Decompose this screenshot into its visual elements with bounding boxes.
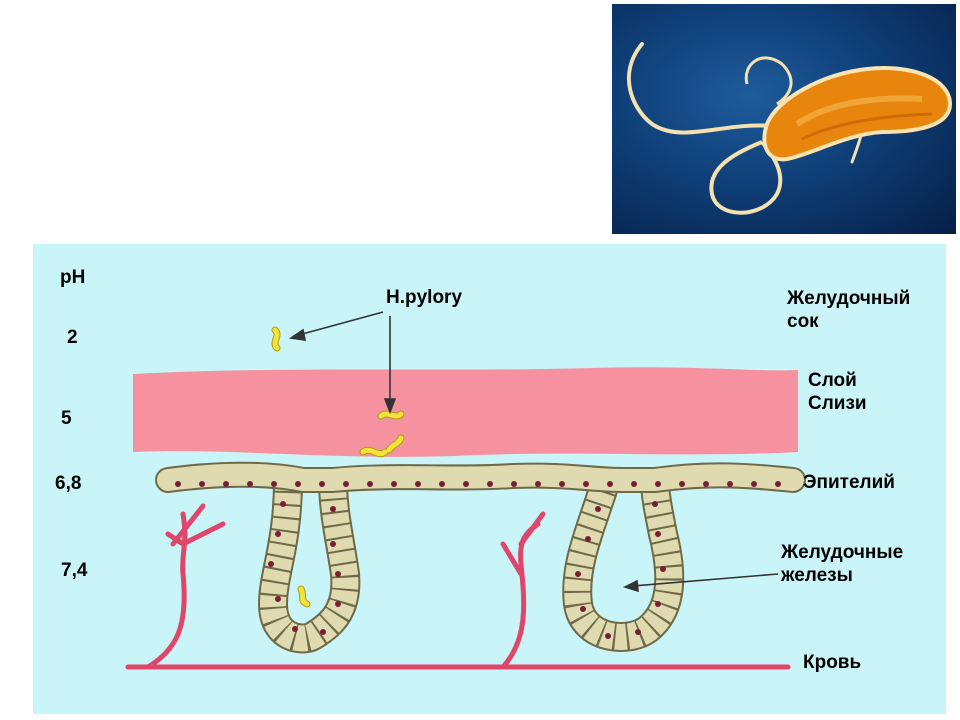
epithelium-label: Эпителий [803,472,895,493]
cell-nucleus [292,626,298,632]
cell-nucleus [703,481,709,487]
ph-value-7-4: 7,4 [61,560,88,581]
h-pylori-label: H.pylory [386,287,463,308]
cell-nucleus [655,601,661,607]
cell-nucleus [391,481,397,487]
ph-value-6-8: 6,8 [55,473,82,494]
epithelium-layer [155,461,806,493]
mucus-layer-label: Слой Слизи [808,370,867,414]
cell-nucleus [605,633,611,639]
cell-nucleus [295,481,301,487]
blood-label: Кровь [803,652,862,673]
cell-nucleus [727,481,733,487]
cell-nucleus [343,481,349,487]
cell-nucleus [607,481,613,487]
stomach-wall-diagram: pH 2 5 6,8 7,4 H.pylory Желудочный сок С… [33,244,946,714]
gastric-juice-label: Желудочный сок [787,288,911,332]
cell-nucleus [631,481,637,487]
cell-nucleus [247,481,253,487]
gastric-glands-label: Желудочные железы [781,542,904,586]
cell-nucleus [511,481,517,487]
cell-nucleus [655,481,661,487]
bacterium-photo [612,4,956,234]
gastric-gland-left [257,479,361,654]
arrows [288,311,779,593]
cell-nucleus [585,536,591,542]
cell-nucleus [223,481,229,487]
cell-nucleus [487,481,493,487]
cell-nucleus [775,481,781,487]
cell-nucleus [280,501,286,507]
ph-value-2: 2 [67,327,78,348]
cell-nucleus [335,571,341,577]
cell-nucleus [463,481,469,487]
cell-nucleus [320,629,326,635]
cell-nucleus [751,481,757,487]
cell-nucleus [580,606,586,612]
cell-nucleus [175,481,181,487]
cell-nucleus [268,561,274,567]
cell-nucleus [335,601,341,607]
cell-nucleus [415,481,421,487]
mucus-layer [133,367,798,457]
cell-nucleus [439,481,445,487]
cell-nucleus [595,506,601,512]
ph-header: pH [60,267,86,288]
cell-nucleus [319,481,325,487]
cell-nucleus [275,596,281,602]
cell-nucleus [679,481,685,487]
cell-nucleus [583,481,589,487]
cell-nucleus [559,481,565,487]
cell-nucleus [330,506,336,512]
cell-nucleus [275,531,281,537]
flagellum-2 [709,140,783,215]
flagellum-3 [744,56,793,106]
cell-nucleus [199,481,205,487]
cell-nucleus [535,481,541,487]
cell-nucleus [330,541,336,547]
cell-nucleus [367,481,373,487]
cell-nucleus [652,501,658,507]
ph-value-5: 5 [61,408,72,429]
cell-nucleus [655,531,661,537]
cell-nucleus [660,566,666,572]
flagellum-1 [626,42,774,135]
cell-nucleus [635,629,641,635]
gastric-gland-right [562,475,685,652]
cell-nucleus [575,571,581,577]
cell-nucleus [271,481,277,487]
blood-vessels [125,503,791,670]
